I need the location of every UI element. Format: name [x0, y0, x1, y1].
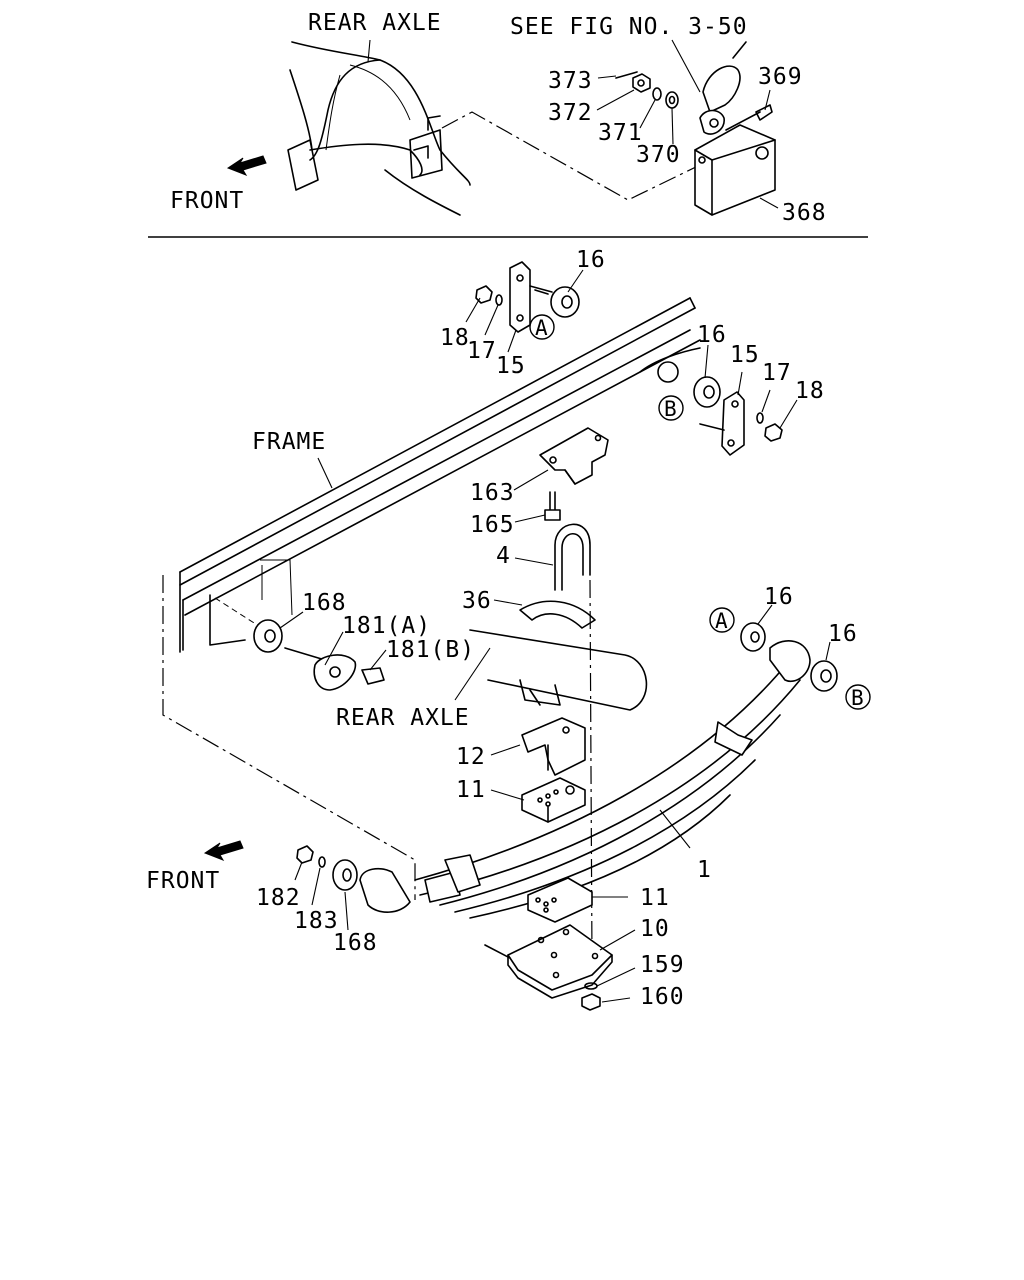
callout-371: 371 — [598, 120, 643, 146]
callout-183: 183 — [294, 908, 339, 934]
rear-axle-housing-drawing — [287, 41, 471, 216]
ref-circle-b-lower: B — [845, 684, 871, 710]
callout-36: 36 — [462, 588, 492, 614]
eye-bushings-lower-drawing — [296, 845, 411, 913]
callout-18-left: 18 — [440, 325, 470, 351]
ref-circle-b-upper: B — [658, 395, 684, 421]
callout-1: 1 — [697, 857, 712, 883]
leaders-lower — [279, 269, 831, 1003]
rear-axle-label-lower: REAR AXLE — [336, 705, 470, 731]
lower-view: A B A B — [146, 247, 871, 1011]
callout-12: 12 — [456, 744, 486, 770]
svg-text:B: B — [851, 686, 864, 710]
shackle-15-upper-drawing — [475, 261, 580, 333]
alignment-line-upper — [441, 111, 701, 201]
front-label-lower: FRONT — [146, 868, 220, 894]
callout-168-top: 168 — [302, 590, 347, 616]
u-bolt-4-drawing — [554, 523, 591, 591]
rear-axle-label-upper: REAR AXLE — [308, 10, 442, 36]
frame-rail-drawing — [179, 297, 701, 653]
spacer-11-lower-drawing — [527, 877, 593, 923]
callout-182: 182 — [256, 885, 301, 911]
callout-165: 165 — [470, 512, 515, 538]
callout-16-top: 16 — [576, 247, 606, 273]
callout-16-mid: 16 — [697, 322, 727, 348]
rear-axle-tube-drawing — [469, 600, 648, 711]
callout-168-bot: 168 — [333, 930, 378, 956]
spacer-11-upper-drawing — [521, 777, 586, 823]
callout-15-left: 15 — [496, 353, 526, 379]
callout-15-right: 15 — [730, 342, 760, 368]
callout-372: 372 — [548, 100, 593, 126]
callout-18-right: 18 — [795, 378, 825, 404]
svg-text:B: B — [664, 397, 677, 421]
callout-11-top: 11 — [456, 777, 486, 803]
see-fig-label: SEE FIG NO. 3-50 — [510, 14, 748, 40]
ref-circle-a-upper: A — [529, 314, 555, 340]
svg-text:A: A — [535, 316, 548, 340]
shackle-15-right-drawing — [693, 376, 783, 456]
plate-10-drawing — [484, 924, 613, 999]
callout-369: 369 — [758, 64, 803, 90]
callout-10: 10 — [640, 916, 670, 942]
front-label-upper: FRONT — [170, 188, 244, 214]
callout-181b: 181(B) — [386, 637, 475, 663]
callout-163: 163 — [470, 480, 515, 506]
bracket-368-drawing — [694, 124, 776, 216]
hidden-line-hanger — [214, 597, 263, 629]
callout-17-left: 17 — [467, 338, 497, 364]
stabilizer-link-drawing — [699, 41, 773, 135]
callout-181a: 181(A) — [342, 613, 431, 639]
callout-368: 368 — [782, 200, 827, 226]
leaders-upper — [367, 39, 779, 209]
callout-159: 159 — [640, 952, 685, 978]
bracket-12-drawing — [521, 717, 586, 776]
washer-nut-159-160-drawing — [581, 982, 601, 1011]
bushing-168-upper-drawing — [253, 619, 385, 691]
bushings-16-eye-drawing — [740, 622, 838, 692]
callout-160: 160 — [640, 984, 685, 1010]
callout-11-bot: 11 — [640, 885, 670, 911]
hardware-370-373 — [615, 71, 679, 109]
callout-17-right: 17 — [762, 360, 792, 386]
front-arrow-upper-icon — [226, 155, 267, 176]
leaf-spring-1-drawing — [414, 640, 811, 919]
frame-label: FRAME — [252, 429, 326, 455]
callout-370: 370 — [636, 142, 681, 168]
ref-circle-a-lower: A — [709, 607, 735, 633]
callout-16-b: 16 — [828, 621, 858, 647]
upper-view: REAR AXLE SEE FIG NO. 3-50 FRONT 373 372… — [170, 10, 827, 226]
callout-16-a: 16 — [764, 584, 794, 610]
front-arrow-lower-icon — [203, 840, 244, 861]
callout-4: 4 — [496, 543, 511, 569]
svg-text:A: A — [715, 609, 728, 633]
callout-373: 373 — [548, 68, 593, 94]
bracket-163-drawing — [539, 427, 609, 521]
